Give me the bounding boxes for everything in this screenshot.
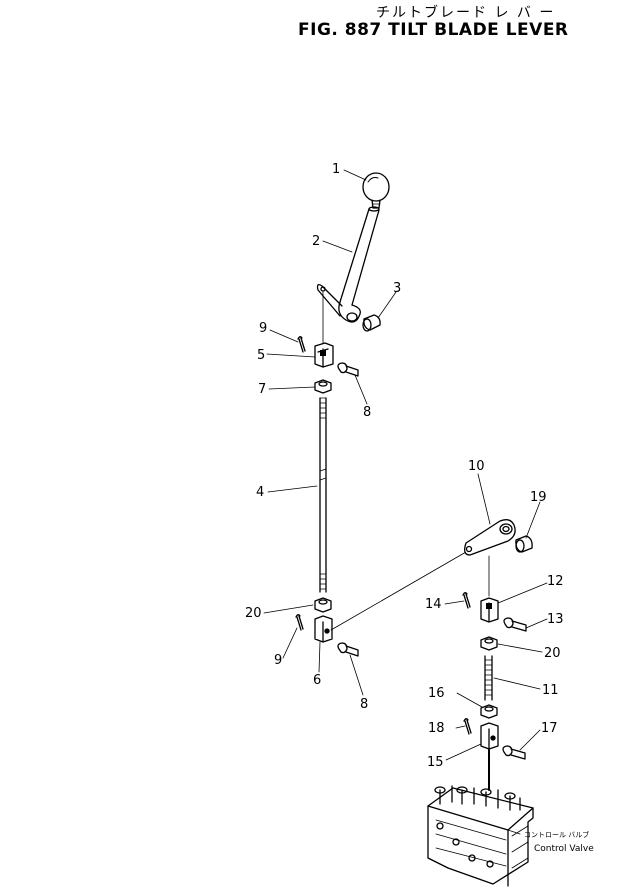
- callout-15: 15: [427, 755, 444, 770]
- callout-11: 11: [542, 683, 559, 698]
- figure-title-japanese: チルトブレード レ バ ー: [376, 5, 556, 21]
- callout-9-top: 9: [259, 321, 267, 336]
- callout-1: 1: [332, 162, 340, 177]
- leader-lines: [263, 169, 548, 835]
- part-nut-top: [314, 379, 332, 394]
- part-pin-bottom: [337, 642, 359, 657]
- part-clevis-lower: [480, 722, 499, 791]
- callout-6: 6: [313, 673, 321, 688]
- callout-13: 13: [547, 612, 564, 627]
- part-nut-left: [314, 597, 332, 613]
- figure-title: FIG. 887 TILT BLADE LEVER: [298, 20, 569, 40]
- callout-7: 7: [258, 382, 266, 397]
- part-knob: [362, 172, 390, 209]
- part-bellcrank-lever: [464, 519, 516, 597]
- callout-12: 12: [547, 574, 564, 589]
- callout-labels: 1 2 3 9 5 7 8 4 10 19 12 14 13 20 20 9 6…: [245, 162, 564, 770]
- callout-10: 10: [468, 459, 485, 474]
- control-valve-label: Control Valve: [534, 844, 594, 854]
- part-lever: [316, 206, 380, 323]
- callout-16: 16: [428, 686, 445, 701]
- callout-19: 19: [530, 490, 547, 505]
- control-valve-label-japanese: コントロール バルブ: [524, 830, 589, 839]
- part-pin-lower: [502, 745, 526, 760]
- part-rod: [319, 397, 327, 593]
- callout-8-bottom: 8: [360, 697, 368, 712]
- callout-17: 17: [541, 721, 558, 736]
- part-pin-right: [503, 617, 527, 632]
- callout-3: 3: [393, 281, 401, 296]
- callout-9-bottom: 9: [274, 653, 282, 668]
- callout-18: 18: [428, 721, 445, 736]
- part-clevis-top: [314, 342, 334, 368]
- callout-20-left: 20: [245, 606, 262, 621]
- part-bushing-right: [515, 535, 533, 553]
- part-cotter-pin-bottom: [295, 614, 304, 631]
- callout-20-right: 20: [544, 646, 561, 661]
- callout-8-top: 8: [363, 405, 371, 420]
- part-nut-lower: [480, 704, 498, 719]
- part-pin-top: [337, 362, 359, 377]
- callout-5: 5: [257, 348, 265, 363]
- part-clevis-bottom: [314, 615, 333, 643]
- callout-2: 2: [312, 234, 320, 249]
- part-cotter-pin-lower: [463, 718, 472, 735]
- part-bushing: [362, 314, 381, 332]
- callout-14: 14: [425, 597, 442, 612]
- part-cotter-pin-right: [462, 592, 471, 609]
- part-control-valve: [427, 785, 534, 887]
- part-cotter-pin-top: [297, 336, 306, 353]
- part-threaded-rod: [484, 655, 493, 701]
- callout-4: 4: [256, 485, 264, 500]
- part-nut-right: [480, 636, 498, 651]
- part-clevis-right: [480, 597, 499, 623]
